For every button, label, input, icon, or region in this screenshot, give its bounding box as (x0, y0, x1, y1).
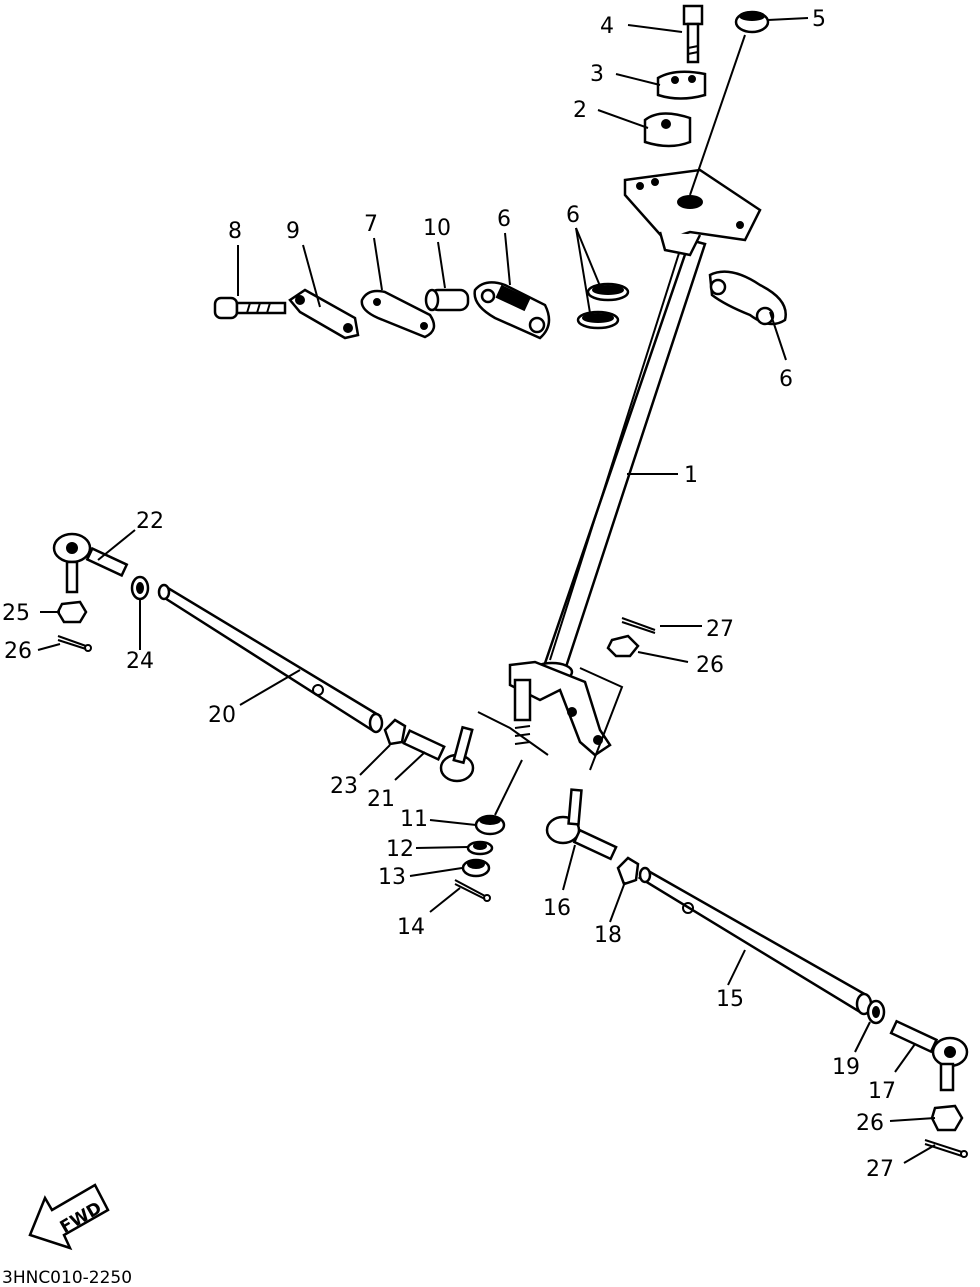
callouts: 4 5 3 2 8 9 7 10 6 6 6 1 22 25 26 24 20 … (2, 7, 896, 1182)
callout-10: 9 (286, 219, 300, 244)
callout-9: 8 (228, 219, 242, 244)
callout-11: 10 (423, 216, 451, 241)
collar-11 (424, 288, 470, 312)
tie-rod-end-22 (402, 725, 475, 783)
locknut-24 (383, 718, 407, 746)
nut-26-right-lower (930, 1104, 964, 1132)
plate-8 (360, 289, 436, 339)
callout-14: 13 (378, 865, 406, 890)
collar-clamp-lower (643, 112, 692, 148)
callout-3: 3 (590, 62, 604, 87)
leader-lines (37, 17, 936, 1164)
callout-22: 21 (367, 787, 395, 812)
callout-7: 6 (566, 203, 580, 228)
bushings-7 (576, 282, 630, 330)
pitman-arm (508, 660, 612, 757)
cap-5 (734, 10, 770, 34)
nut-14 (461, 858, 491, 878)
callout-23: 22 (136, 509, 164, 534)
assembly-line (494, 759, 523, 816)
callout-12: 11 (400, 807, 428, 832)
callout-13: 12 (386, 837, 414, 862)
assembly-line (689, 34, 746, 196)
cotter-pin-27-right-lower (924, 1139, 968, 1158)
nut-26-upper (606, 634, 640, 658)
callout-17: 16 (543, 896, 571, 921)
tie-rod-right (637, 866, 873, 1016)
callout-25: 24 (126, 649, 154, 674)
lock-washer-10 (288, 288, 360, 340)
callout-18: 17 (868, 1079, 896, 1104)
callout-6-left: 6 (497, 207, 511, 232)
bushing-holder-left (473, 281, 551, 340)
tie-rod-left (157, 583, 384, 734)
steering-shaft (530, 238, 707, 683)
callout-2: 2 (573, 98, 587, 123)
callout-4: 4 (600, 14, 614, 39)
callout-15: 14 (397, 915, 425, 940)
callout-26-left: 25 (2, 601, 30, 626)
assembly-line (579, 667, 624, 771)
tie-rod-end-18 (889, 1019, 969, 1092)
collar-12 (474, 814, 506, 836)
callout-27-upper: 27 (706, 617, 734, 642)
callout-27-right: 27 (866, 1157, 894, 1182)
callout-20: 19 (832, 1055, 860, 1080)
cotter-pin-27-left (57, 635, 92, 652)
callout-24: 23 (330, 774, 358, 799)
callout-26-right: 26 (856, 1111, 884, 1136)
callout-27-left: 26 (4, 639, 32, 664)
collar-clamp-upper (656, 70, 707, 100)
fwd-arrow: FWD (28, 1183, 110, 1251)
cotter-pin-27-upper (621, 617, 656, 634)
callout-8: 7 (364, 212, 378, 237)
callout-16: 15 (716, 987, 744, 1012)
locknut-19 (616, 856, 640, 886)
tie-rod-end-23 (52, 532, 129, 594)
bolt-4 (682, 4, 704, 64)
nut-26-left (56, 600, 88, 624)
callout-21: 20 (208, 703, 236, 728)
locknut-20 (866, 999, 886, 1025)
callout-19: 18 (594, 923, 622, 948)
upper-bracket (623, 168, 762, 257)
bushing-holder-right (708, 270, 787, 326)
tie-rod-end-17 (545, 788, 618, 861)
diagram-code: 3HNC010-2250 (2, 1268, 132, 1287)
bolt-9 (213, 296, 287, 320)
callout-26-upper: 26 (696, 653, 724, 678)
callout-1: 1 (684, 463, 698, 488)
washer-25 (130, 575, 150, 601)
callout-6-right: 6 (779, 367, 793, 392)
assembly-line (477, 711, 549, 756)
callout-5: 5 (812, 7, 826, 32)
washer-13 (466, 840, 494, 856)
cotter-pin-15 (454, 879, 491, 902)
